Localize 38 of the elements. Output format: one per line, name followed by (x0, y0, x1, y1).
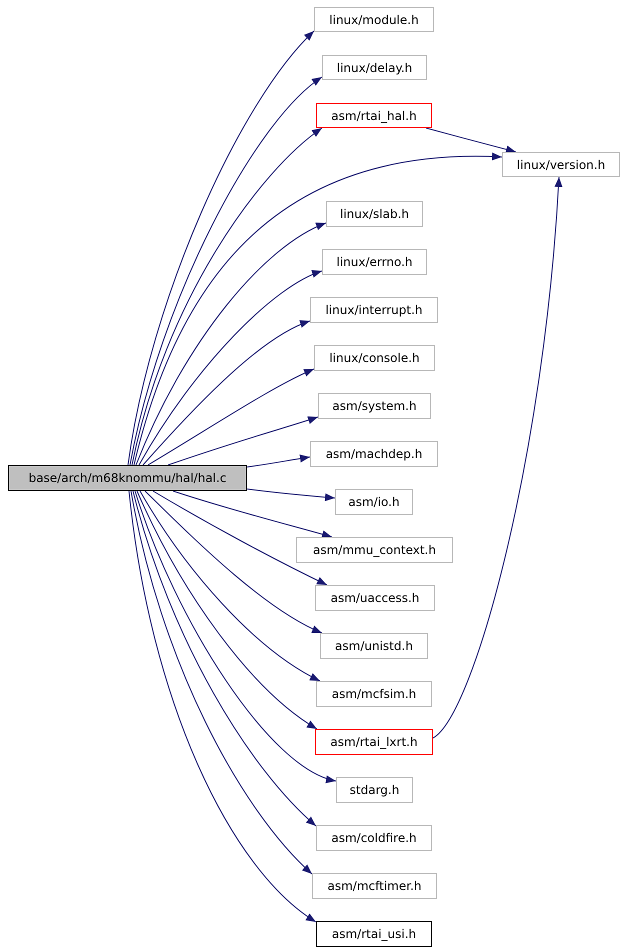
header-file-box: asm/mcftimer.h (312, 873, 437, 899)
header-file-box: linux/delay.h (322, 55, 427, 80)
header-file-box: linux/errno.h (322, 249, 427, 275)
header-file-box: linux/interrupt.h (310, 297, 438, 323)
arrow (246, 454, 310, 468)
header-file-box: asm/rtai_hal.h (316, 103, 432, 128)
arrow (172, 490, 332, 538)
header-file-box: asm/unistd.h (320, 633, 428, 659)
header-file-box: linux/module.h (314, 7, 434, 32)
arrow (148, 368, 314, 466)
header-file-box: asm/uaccess.h (315, 585, 435, 611)
header-file-box: asm/rtai_lxrt.h (315, 729, 433, 755)
header-file-box: asm/mcfsim.h (316, 681, 432, 707)
arrow (246, 488, 336, 502)
header-file-box: asm/coldfire.h (316, 825, 432, 851)
arrow (168, 416, 318, 466)
arrow (140, 490, 320, 682)
arrow (134, 153, 502, 466)
arrow (426, 128, 516, 154)
header-file-box: asm/system.h (318, 393, 431, 419)
arrow (132, 490, 316, 826)
arrow (152, 490, 328, 586)
arrow (136, 222, 326, 466)
arrow (144, 490, 322, 634)
header-file-box: linux/version.h (502, 152, 620, 177)
header-file-box: asm/machdep.h (310, 441, 438, 467)
source-file-box: base/arch/m68knommu/hal/hal.c (8, 465, 247, 491)
arrow (136, 490, 318, 730)
header-file-box: stdarg.h (336, 777, 413, 803)
header-file-box: asm/rtai_usi.h (316, 921, 432, 947)
arrow (138, 270, 322, 466)
header-file-box: linux/console.h (314, 345, 435, 371)
header-file-box: linux/slab.h (326, 201, 423, 227)
arrow (142, 320, 310, 466)
arrow (432, 176, 562, 738)
header-file-box: asm/mmu_context.h (296, 537, 453, 563)
header-file-box: asm/io.h (335, 489, 413, 515)
arrow (134, 490, 336, 782)
